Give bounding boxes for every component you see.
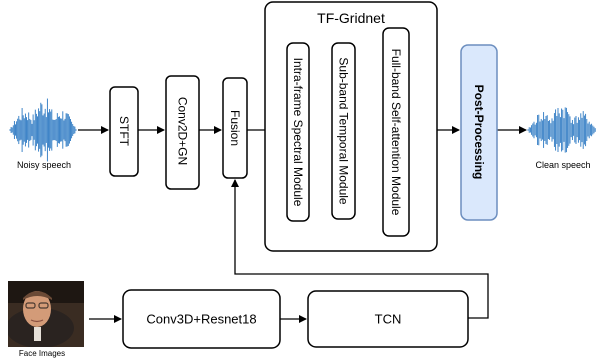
conv2d-gn-block: Conv2D+GN — [165, 75, 200, 190]
noisy-waveform-icon — [9, 98, 77, 162]
sub-band-label: Sub-band Temporal Module — [337, 57, 351, 205]
face-image-icon — [8, 281, 84, 347]
intra-frame-label: Intra-frame Spectral Module — [291, 58, 305, 207]
fusion-block: Fusion — [222, 77, 248, 179]
face-images-label: Face Images — [19, 349, 65, 358]
fusion-label: Fusion — [228, 110, 242, 146]
conv3d-resnet18-label: Conv3D+Resnet18 — [146, 312, 256, 327]
stft-label: STFT — [117, 116, 131, 147]
full-band-self-attention-module: Full-band Self-attention Module — [382, 27, 410, 237]
sub-band-temporal-module: Sub-band Temporal Module — [331, 42, 356, 220]
arrow-tcn-fusion — [231, 179, 489, 319]
intra-frame-spectral-module: Intra-frame Spectral Module — [286, 42, 310, 222]
noisy-speech-label: Noisy speech — [17, 160, 71, 170]
stft-block: STFT — [109, 86, 139, 177]
clean-waveform-icon — [527, 107, 596, 153]
clean-speech-label: Clean speech — [535, 160, 590, 170]
conv2d-gn-label: Conv2D+GN — [176, 97, 190, 165]
conv3d-resnet18-block: Conv3D+Resnet18 — [122, 289, 281, 349]
tcn-label: TCN — [375, 312, 402, 327]
post-processing-label: Post-Processing — [472, 85, 486, 180]
tcn-block: TCN — [307, 290, 469, 348]
full-band-label: Full-band Self-attention Module — [389, 49, 403, 216]
tf-gridnet-title: TF-Gridnet — [317, 10, 385, 26]
tf-gridnet-container: TF-Gridnet Intra-frame Spectral Module S… — [264, 1, 438, 252]
post-processing-block: Post-Processing — [460, 44, 498, 221]
